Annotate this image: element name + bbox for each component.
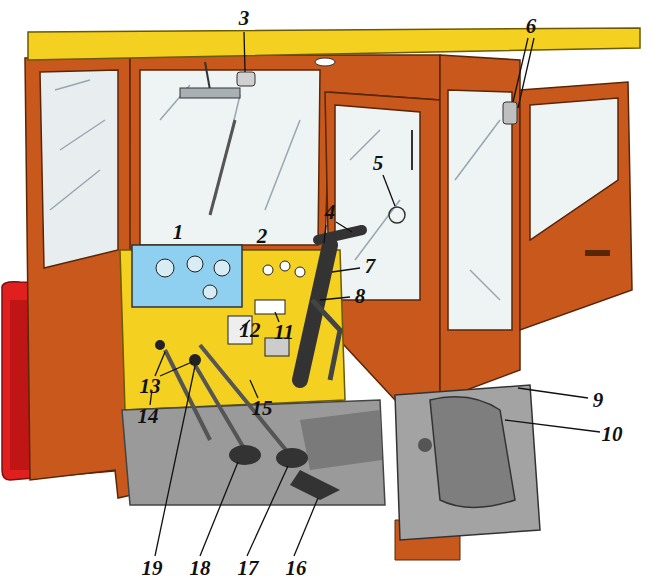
callout-number: 7 — [365, 256, 376, 277]
callout-number: 11 — [274, 322, 294, 343]
callout-number: 2 — [257, 226, 268, 247]
callout-number: 9 — [593, 390, 604, 411]
callout-number: 1 — [173, 222, 184, 243]
callout-number: 19 — [142, 558, 163, 579]
callout-number: 3 — [239, 8, 250, 29]
callout-number: 5 — [373, 153, 384, 174]
callout-number: 18 — [190, 558, 211, 579]
callout-number: 15 — [252, 398, 273, 419]
callout-number: 8 — [355, 286, 366, 307]
callout-number: 4 — [325, 202, 336, 223]
callout-number: 12 — [240, 320, 261, 341]
callout-number: 13 — [140, 376, 161, 397]
callout-number: 16 — [286, 558, 307, 579]
callout-number: 17 — [238, 558, 259, 579]
callout-number: 10 — [602, 424, 623, 445]
callout-number: 6 — [526, 16, 537, 37]
callout-number: 14 — [138, 406, 159, 427]
